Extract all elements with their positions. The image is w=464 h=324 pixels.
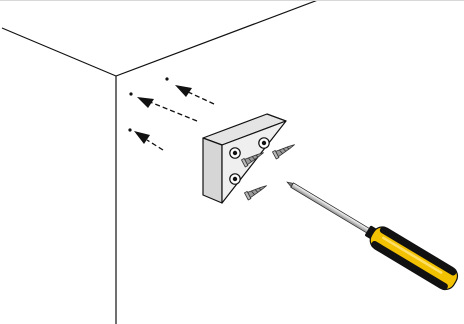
dashed-arrow-icon (129, 92, 198, 122)
screwdriver-shaft (290, 182, 372, 235)
screwdriver-handle (369, 226, 459, 291)
bracket-side-face (202, 137, 223, 204)
dashed-arrow-icon (128, 128, 164, 151)
wall-edge-right (115, 0, 319, 77)
triangular-corner-bracket-icon (202, 113, 287, 204)
wood-screw-icon (243, 185, 267, 201)
handle-stripe-bottom (371, 240, 448, 291)
dashed-arrow-icon (165, 77, 215, 105)
placement-arrows (128, 77, 215, 151)
handle-stripe-top (379, 226, 457, 276)
handle-highlight (381, 236, 443, 274)
wood-screw-icon (271, 144, 295, 160)
screwdriver-ferrule (365, 225, 377, 240)
bracket-holes (229, 137, 270, 185)
wall-corner (1, 0, 319, 324)
wall-edge-left (1, 27, 117, 77)
wood-screw-icon (240, 152, 264, 168)
screws (240, 144, 295, 201)
screwdriver-icon (286, 181, 459, 291)
